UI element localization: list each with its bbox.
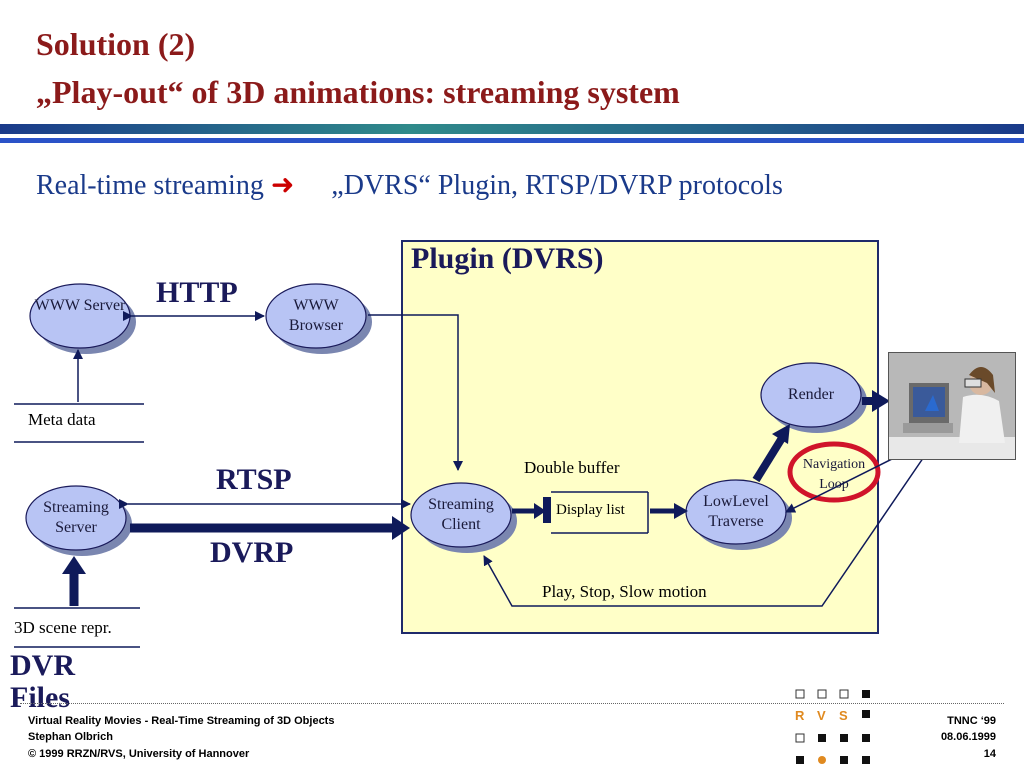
navigation-loop-ring xyxy=(787,441,881,503)
page-title-line1: Solution (2) xyxy=(36,26,196,62)
user-photo xyxy=(888,352,1016,460)
footer-right2: 08.06.1999 xyxy=(940,731,996,743)
dvr-files-label: DVR Files xyxy=(10,649,75,714)
subtitle: Real-time streaming ➜ „DVRS“ Plugin, RTS… xyxy=(36,168,783,202)
footer-line1: Virtual Reality Movies - Real-Time Strea… xyxy=(28,715,335,727)
user-at-workstation-icon xyxy=(889,353,1015,459)
double-buffer-label: Double buffer xyxy=(524,458,620,477)
buffer-bar xyxy=(543,497,551,523)
header-band-bottom xyxy=(0,138,1024,143)
www-server-node xyxy=(29,283,131,349)
plugin-title: Plugin (DVRS) xyxy=(411,242,604,275)
display-list-label: Display list xyxy=(556,502,625,518)
render-node xyxy=(760,362,862,428)
footer-rule xyxy=(20,703,1004,704)
subtitle-left: Real-time streaming xyxy=(36,170,264,201)
dvrp-label: DVRP xyxy=(210,536,294,569)
navigation-loop-label: Navigation Loop xyxy=(802,457,866,492)
footer-right1: TNNC ‘99 xyxy=(947,715,996,727)
logo-letter-r: R xyxy=(795,708,805,723)
http-label: HTTP xyxy=(156,276,238,309)
lowlevel-render-arrow xyxy=(752,435,786,483)
play-control-arrow xyxy=(483,447,931,607)
page-title-line2: „Play-out“ of 3D animations: streaming s… xyxy=(36,74,680,110)
footer-right3: 14 xyxy=(983,748,996,760)
meta-data-label: Meta data xyxy=(28,410,96,429)
scene-repr-label: 3D scene repr. xyxy=(14,618,112,637)
logo-letter-v: V xyxy=(817,708,826,723)
play-controls-label: Play, Stop, Slow motion xyxy=(542,582,707,601)
streaming-client-node xyxy=(410,482,512,548)
plugin-box xyxy=(401,240,879,634)
dvrp-arrowhead xyxy=(392,516,410,540)
streaming-server-label: Streaming Server xyxy=(43,499,109,536)
streaming-server-node xyxy=(25,485,127,551)
scene-arrowhead xyxy=(62,556,86,574)
rvs-logo-icon: R V S xyxy=(795,689,870,764)
footer-line2: Stephan Olbrich xyxy=(28,731,113,743)
render-label: Render xyxy=(787,386,835,403)
www-browser-label: WWW Browser xyxy=(288,297,344,334)
www-server-label: WWW Server xyxy=(34,297,126,314)
logo-letter-s: S xyxy=(839,708,848,723)
right-arrow-icon: ➜ xyxy=(270,170,295,201)
footer-line3: © 1999 RRZN/RVS, University of Hannover xyxy=(28,748,250,760)
www-browser-node xyxy=(265,283,367,349)
header-band-top xyxy=(0,124,1024,134)
subtitle-right: „DVRS“ Plugin, RTSP/DVRP protocols xyxy=(331,170,783,201)
browser-client-arrow xyxy=(368,314,463,471)
lowlevel-label: LowLevel Traverse xyxy=(703,493,769,530)
streaming-client-label: Streaming Client xyxy=(428,496,494,533)
rtsp-label: RTSP xyxy=(216,463,292,496)
